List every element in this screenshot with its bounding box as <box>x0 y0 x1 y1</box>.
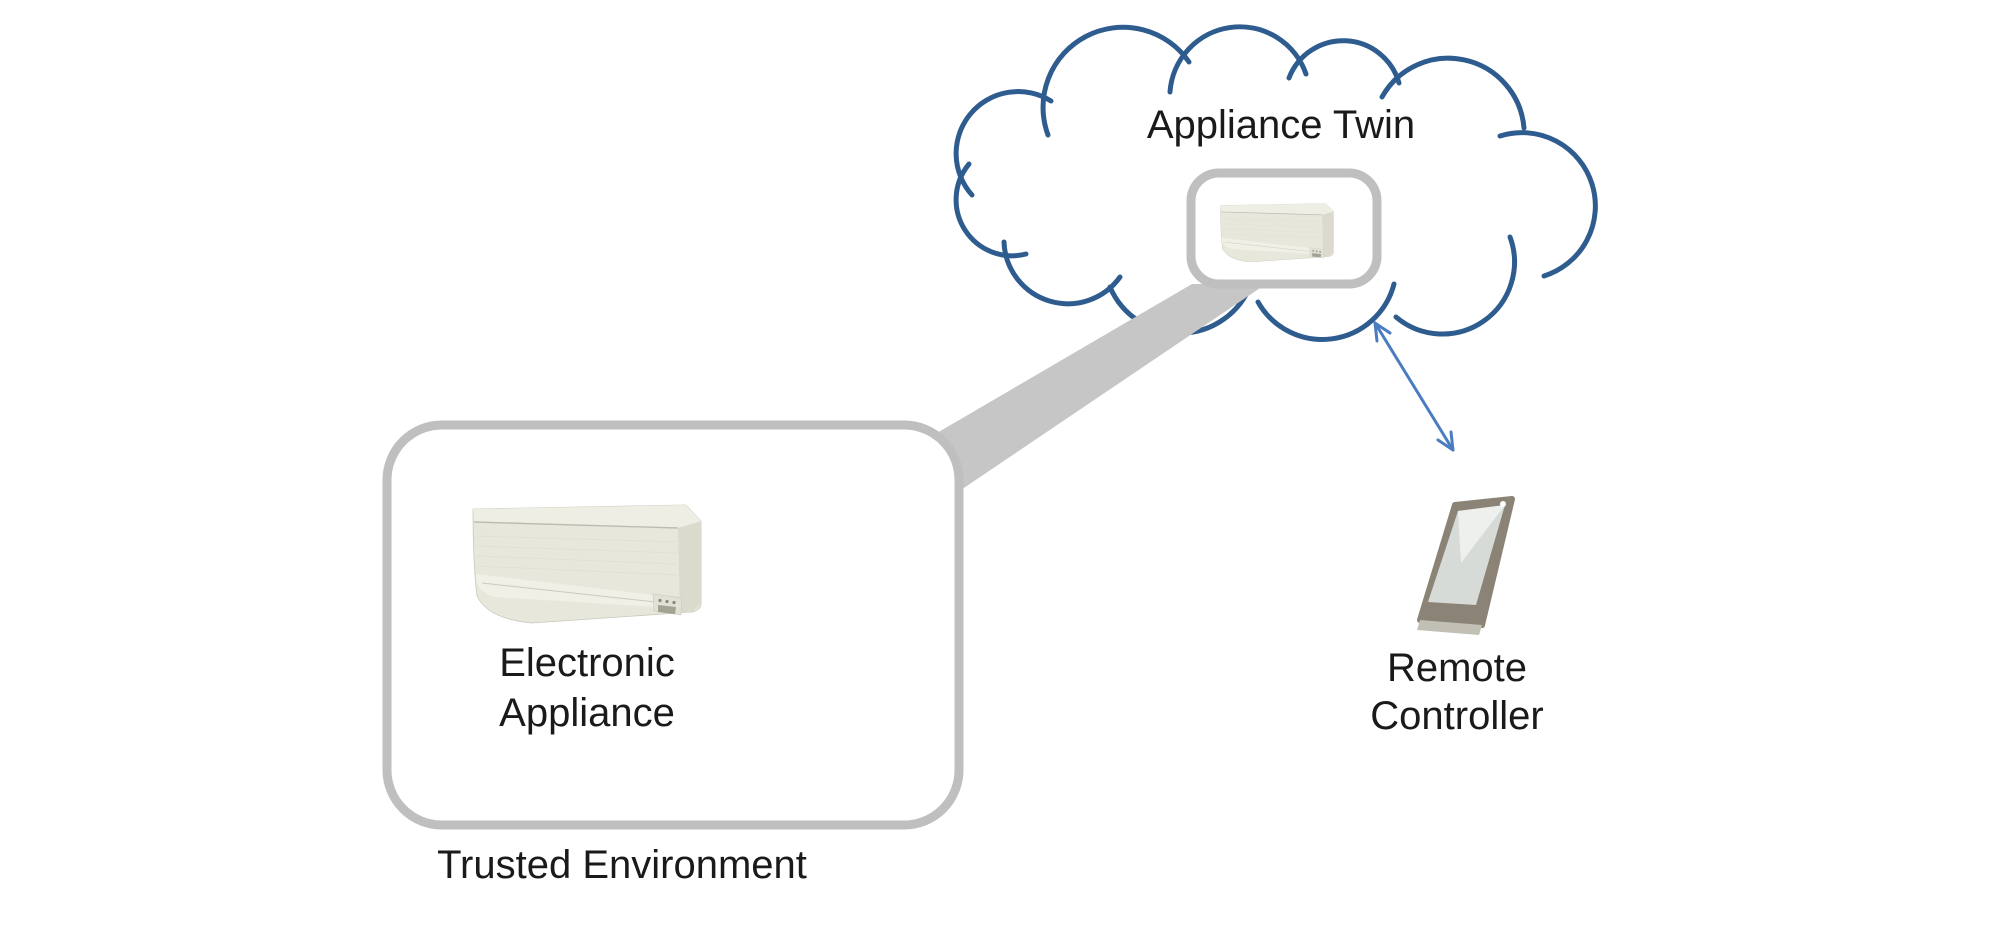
remote-controller-label: Remote Controller <box>1370 646 1544 738</box>
trusted-environment-box <box>382 420 964 830</box>
cloud-bump-bottom-right <box>1393 234 1517 337</box>
cloud-bump-left-lower <box>953 161 1029 259</box>
phone-camera-dot <box>1500 501 1506 507</box>
trusted-environment-label: Trusted Environment <box>437 843 807 887</box>
cloud-bump-top-small <box>1286 38 1402 86</box>
cloud-bump-bottom-left <box>1001 239 1123 307</box>
air-conditioner-twin-icon <box>1220 203 1334 263</box>
sync-arrow <box>1373 321 1455 452</box>
cloud-bump-top-right <box>1379 55 1527 131</box>
cloud-bump-left-upper <box>953 89 1054 198</box>
digital-twin-connector-band <box>918 284 1266 496</box>
smartphone-icon <box>1417 496 1515 635</box>
cloud-bump-bottom-mid-right <box>1255 281 1397 342</box>
cloud-bump-right <box>1497 130 1598 279</box>
appliance-twin-label: Appliance Twin <box>1146 103 1416 147</box>
cloud-bump-top-middle <box>1167 24 1309 95</box>
cloud-bump-top-left <box>1040 24 1192 138</box>
air-conditioner-icon <box>472 504 702 624</box>
electronic-appliance-label: Electronic Appliance <box>499 641 675 735</box>
